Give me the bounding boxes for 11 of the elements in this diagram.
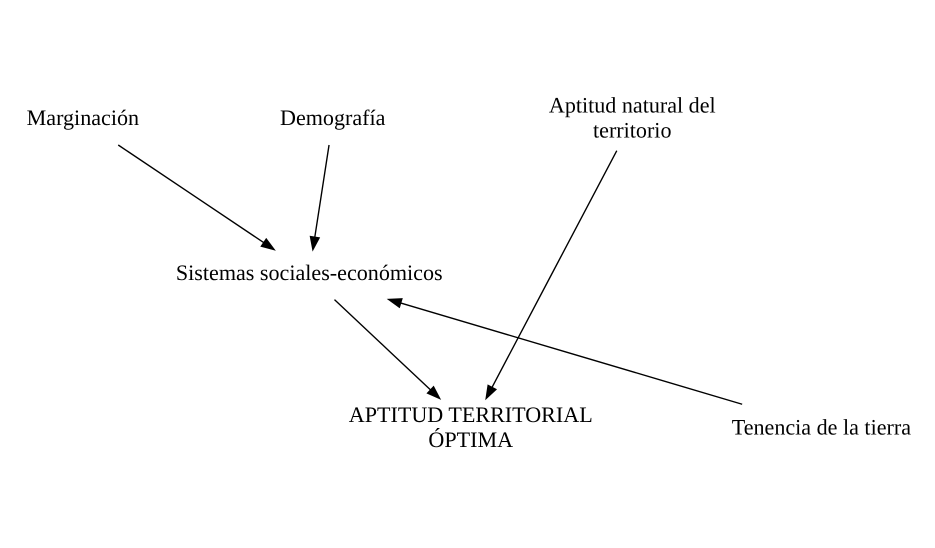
node-text: Aptitud natural del territorio xyxy=(548,92,716,142)
arrow xyxy=(334,298,441,400)
node-text: Tenencia de la tierra xyxy=(731,414,911,439)
arrow xyxy=(386,298,742,404)
arrow xyxy=(309,144,330,252)
arrow xyxy=(484,150,617,400)
arrow xyxy=(117,144,276,250)
node-text: APTITUD TERRITORIAL ÓPTIMA xyxy=(348,401,592,452)
node-text: Marginación xyxy=(26,104,139,130)
node-text: Demografía xyxy=(280,104,385,130)
node-text: Sistemas sociales-económicos xyxy=(175,259,442,284)
